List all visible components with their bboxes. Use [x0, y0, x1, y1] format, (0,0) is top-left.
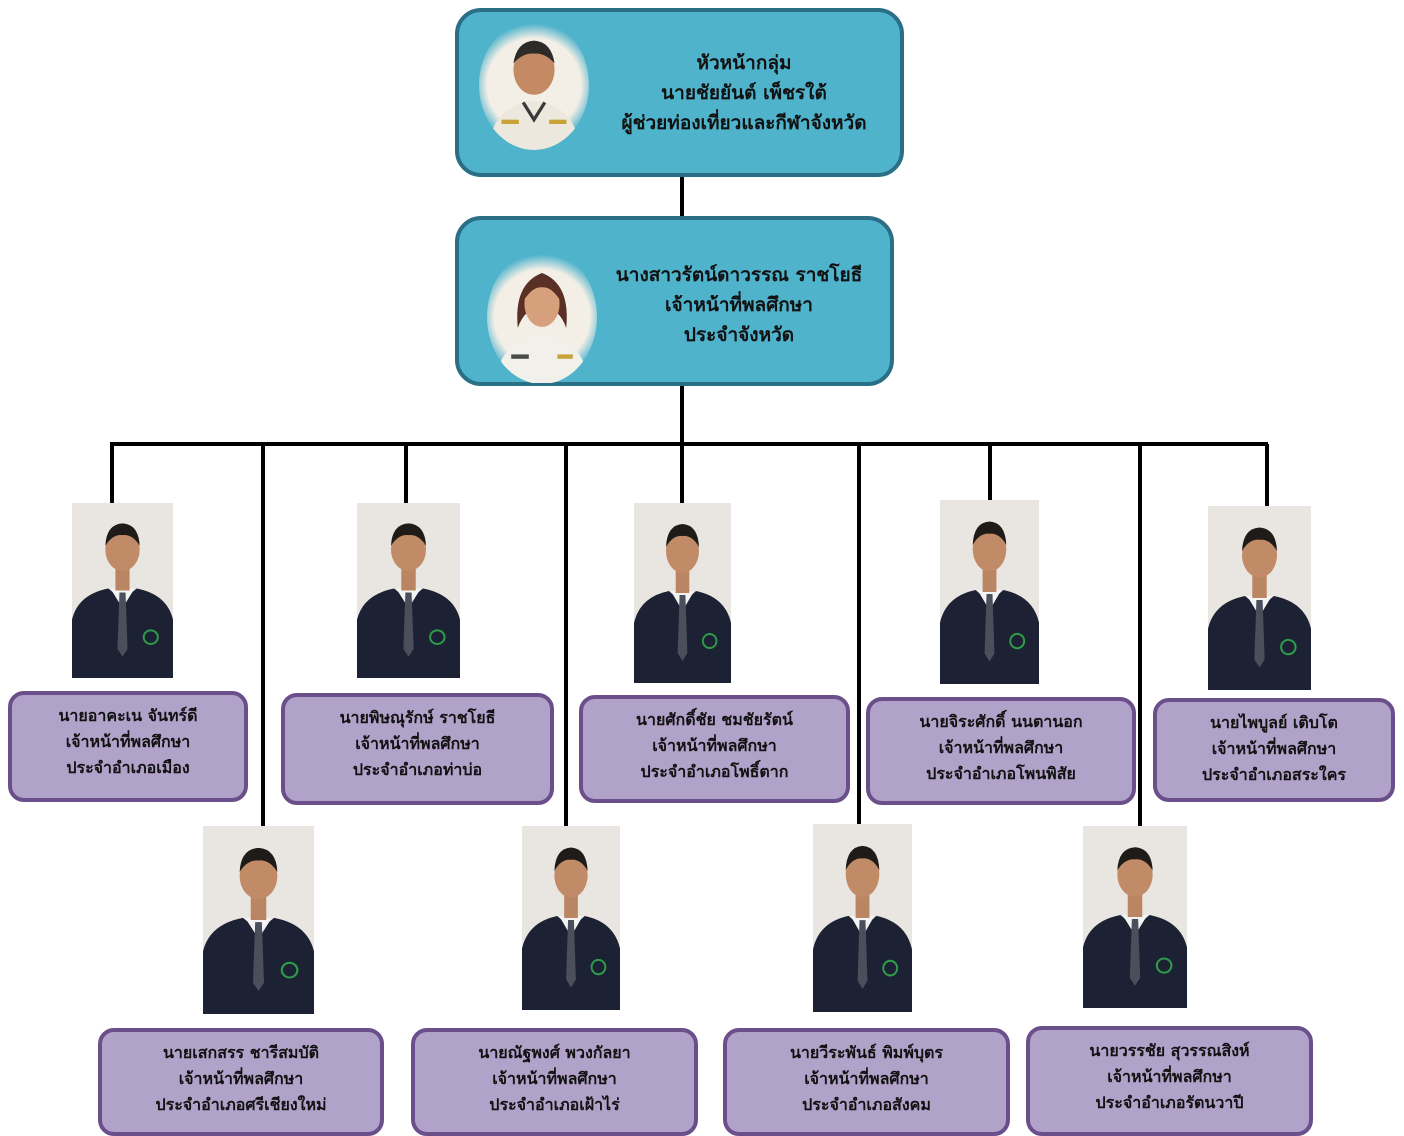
- head-box: หัวหน้ากลุ่ม นายชัยยันต์ เพ็ชรใต้ ผู้ช่ว…: [455, 8, 904, 177]
- provincial-officer-box: นางสาวรัตน์ดาวรรณ ราชโยธี เจ้าหน้าที่พลศ…: [455, 216, 894, 386]
- staff-name: นายอาคะเน จันทร์ดี: [58, 706, 198, 725]
- staff-name: นายณัฐพงศ์ พวงกัลยา: [478, 1043, 631, 1062]
- staff-photo-4: [940, 500, 1039, 684]
- staff-name: นายไพบูลย์ เติบโต: [1210, 713, 1338, 732]
- staff-role: เจ้าหน้าที่พลศึกษา: [1211, 739, 1337, 758]
- head-position: ผู้ช่วยท่องเที่ยวและกีฬาจังหวัด: [621, 112, 867, 134]
- staff-role: เจ้าหน้าที่พลศึกษา: [1107, 1067, 1232, 1086]
- head-name: นายชัยยันต์ เพ็ชรใต้: [661, 82, 827, 104]
- staff-photo-3: [634, 503, 731, 683]
- provincial-officer-name: นางสาวรัตน์ดาวรรณ ราชโยธี: [615, 264, 863, 286]
- head-title: หัวหน้ากลุ่ม: [696, 52, 792, 74]
- provincial-officer-text: นางสาวรัตน์ดาวรรณ ราชโยธี เจ้าหน้าที่พลศ…: [599, 260, 879, 350]
- staff-photo-1: [72, 503, 173, 678]
- staff-box-9: นายวรรชัย สุวรรณสิงห์ เจ้าหน้าที่พลศึกษา…: [1026, 1026, 1313, 1136]
- staff-district: ประจำอำเภอรัตนวาปี: [1095, 1093, 1244, 1112]
- staff-role: เจ้าหน้าที่พลศึกษา: [804, 1069, 929, 1088]
- staff-district: ประจำอำเภอสระใคร: [1202, 765, 1346, 784]
- provincial-officer-portrait: [487, 250, 597, 384]
- staff-box-1: นายอาคะเน จันทร์ดี เจ้าหน้าที่พลศึกษา ปร…: [8, 691, 248, 802]
- head-text: หัวหน้ากลุ่ม นายชัยยันต์ เพ็ชรใต้ ผู้ช่ว…: [599, 48, 889, 138]
- staff-box-5: นายไพบูลย์ เติบโต เจ้าหน้าที่พลศึกษา ประ…: [1153, 698, 1395, 802]
- staff-name: นายพิษณุรักษ์ ราชโยธี: [339, 708, 496, 727]
- staff-box-7: นายณัฐพงศ์ พวงกัลยา เจ้าหน้าที่พลศึกษา ป…: [411, 1028, 698, 1136]
- provincial-officer-role: เจ้าหน้าที่พลศึกษา: [665, 294, 813, 316]
- staff-district: ประจำอำเภอโพนพิสัย: [926, 764, 1076, 783]
- staff-photo-9: [1083, 826, 1187, 1008]
- staff-district: ประจำอำเภอโพธิ์ตาก: [640, 762, 789, 781]
- staff-name: นายวีระพันธ์ พิมพ์บุตร: [789, 1043, 944, 1062]
- staff-district: ประจำอำเภอศรีเชียงใหม่: [155, 1095, 327, 1114]
- staff-photo-7: [522, 826, 620, 1010]
- staff-name: นายวรรชัย สุวรรณสิงห์: [1089, 1041, 1250, 1060]
- staff-role: เจ้าหน้าที่พลศึกษา: [178, 1069, 304, 1088]
- staff-district: ประจำอำเภอท่าบ่อ: [352, 760, 483, 779]
- staff-photo-8: [813, 824, 912, 1012]
- staff-box-4: นายจิระศักดิ์ นนตานอก เจ้าหน้าที่พลศึกษา…: [866, 697, 1136, 805]
- staff-name: นายศักดิ์ชัย ชมชัยรัตน์: [636, 710, 793, 729]
- staff-box-2: นายพิษณุรักษ์ ราชโยธี เจ้าหน้าที่พลศึกษา…: [281, 693, 554, 805]
- staff-box-6: นายเสกสรร ชารีสมบัติ เจ้าหน้าที่พลศึกษา …: [98, 1028, 384, 1136]
- staff-role: เจ้าหน้าที่พลศึกษา: [938, 738, 1064, 757]
- staff-photo-6: [203, 826, 314, 1014]
- staff-role: เจ้าหน้าที่พลศึกษา: [355, 734, 480, 753]
- staff-district: ประจำอำเภอเมือง: [66, 758, 190, 777]
- staff-box-8: นายวีระพันธ์ พิมพ์บุตร เจ้าหน้าที่พลศึกษ…: [723, 1028, 1010, 1136]
- staff-photo-2: [357, 503, 460, 678]
- head-portrait: [479, 20, 589, 150]
- staff-district: ประจำอำเภอสังคม: [802, 1095, 931, 1114]
- staff-role: เจ้าหน้าที่พลศึกษา: [652, 736, 777, 755]
- staff-district: ประจำอำเภอเฝ้าไร่: [489, 1095, 620, 1114]
- staff-role: เจ้าหน้าที่พลศึกษา: [65, 732, 191, 751]
- staff-name: นายเสกสรร ชารีสมบัติ: [162, 1043, 320, 1062]
- staff-role: เจ้าหน้าที่พลศึกษา: [492, 1069, 617, 1088]
- staff-box-3: นายศักดิ์ชัย ชมชัยรัตน์ เจ้าหน้าที่พลศึก…: [579, 695, 850, 803]
- staff-photo-5: [1208, 506, 1311, 690]
- staff-name: นายจิระศักดิ์ นนตานอก: [919, 712, 1083, 731]
- provincial-officer-district: ประจำจังหวัด: [683, 324, 795, 346]
